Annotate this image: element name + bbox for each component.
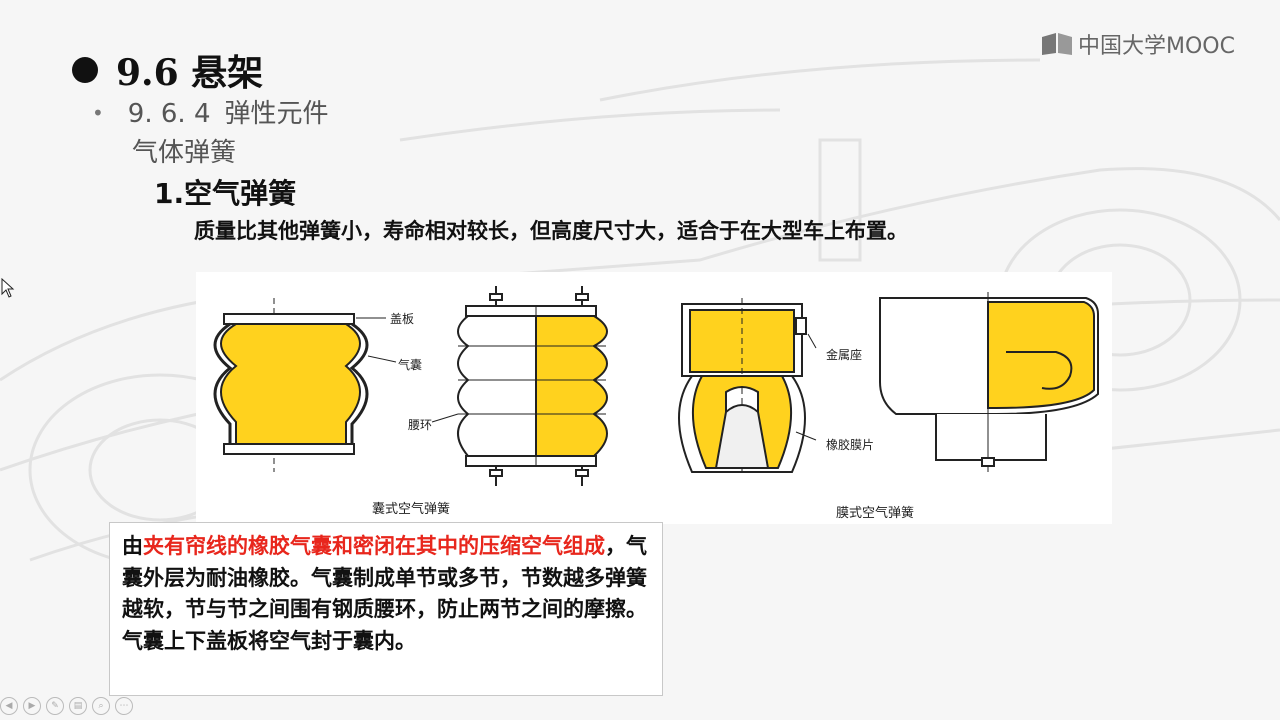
bellows-spring-multi [457, 286, 608, 486]
air-spring-diagram [213, 286, 1099, 486]
bellows-spring-single [213, 298, 369, 472]
title-bullet [72, 57, 98, 83]
label-cover-plate: 盖板 [390, 312, 415, 326]
label-metal-seat: 金属座 [826, 348, 863, 362]
slideshow-controls: ◀ ▶ ✎ ▤ ⌕ ⋯ [0, 697, 133, 715]
section-heading: 1.空气弹簧 [154, 177, 297, 210]
prev-icon[interactable]: ◀ [0, 697, 18, 715]
pen-icon[interactable]: ✎ [46, 697, 64, 715]
label-air-bag: 气囊 [398, 358, 423, 372]
caption-membrane-spring: 膜式空气弹簧 [836, 506, 915, 521]
membrane-spring-b [879, 292, 1099, 472]
subtitle-gas-spring: 气体弹簧 [132, 138, 237, 168]
subtitle-label: 弹性元件 [224, 99, 329, 129]
caption-bellows-spring: 囊式空气弹簧 [372, 502, 451, 517]
label-waist-ring: 腰环 [408, 418, 433, 432]
zoom-icon[interactable]: ⌕ [92, 697, 110, 715]
explanation-highlight: 夹有帘线的橡胶气囊和密闭在其中的压缩空气组成 [143, 534, 605, 558]
logo-text: 中国大学MOOC [1078, 34, 1235, 59]
subtitle-number: 9. 6. 4 [127, 99, 211, 129]
title-row: 9.6 悬架 [72, 44, 263, 96]
mooc-logo: 中国大学MOOC [1040, 28, 1235, 60]
explanation-prefix: 由 [122, 534, 143, 558]
explanation-text: 由夹有帘线的橡胶气囊和密闭在其中的压缩空气组成，气囊外层为耐油橡胶。气囊制成单节… [122, 531, 650, 657]
description-text: 质量比其他弹簧小，寿命相对较长，但高度尺寸大，适合于在大型车上布置。 [194, 219, 908, 243]
slide-title: 9.6 悬架 [116, 52, 264, 94]
membrane-spring-a [678, 298, 807, 473]
air-spring-figure: 盖板 气囊 腰环 金属座 橡胶膜片 囊式空气弹簧 膜式空气弹簧 [196, 272, 1112, 524]
explanation-box: 由夹有帘线的橡胶气囊和密闭在其中的压缩空气组成，气囊外层为耐油橡胶。气囊制成单节… [109, 522, 663, 696]
mouse-cursor-icon [1, 278, 15, 298]
explanation-rest: ，气囊外层为耐油橡胶。气囊制成单节或多节，节数越多弹簧越软，节与节之间围有钢质腰… [122, 534, 647, 653]
pages-icon[interactable]: ▤ [69, 697, 87, 715]
next-icon[interactable]: ▶ [23, 697, 41, 715]
more-icon[interactable]: ⋯ [115, 697, 133, 715]
book-icon [1042, 33, 1072, 55]
subtitle-bullet: • [92, 101, 104, 125]
subtitle-row: • 9. 6. 4 弹性元件 [92, 98, 329, 130]
label-rubber-diaphragm: 橡胶膜片 [826, 438, 875, 452]
